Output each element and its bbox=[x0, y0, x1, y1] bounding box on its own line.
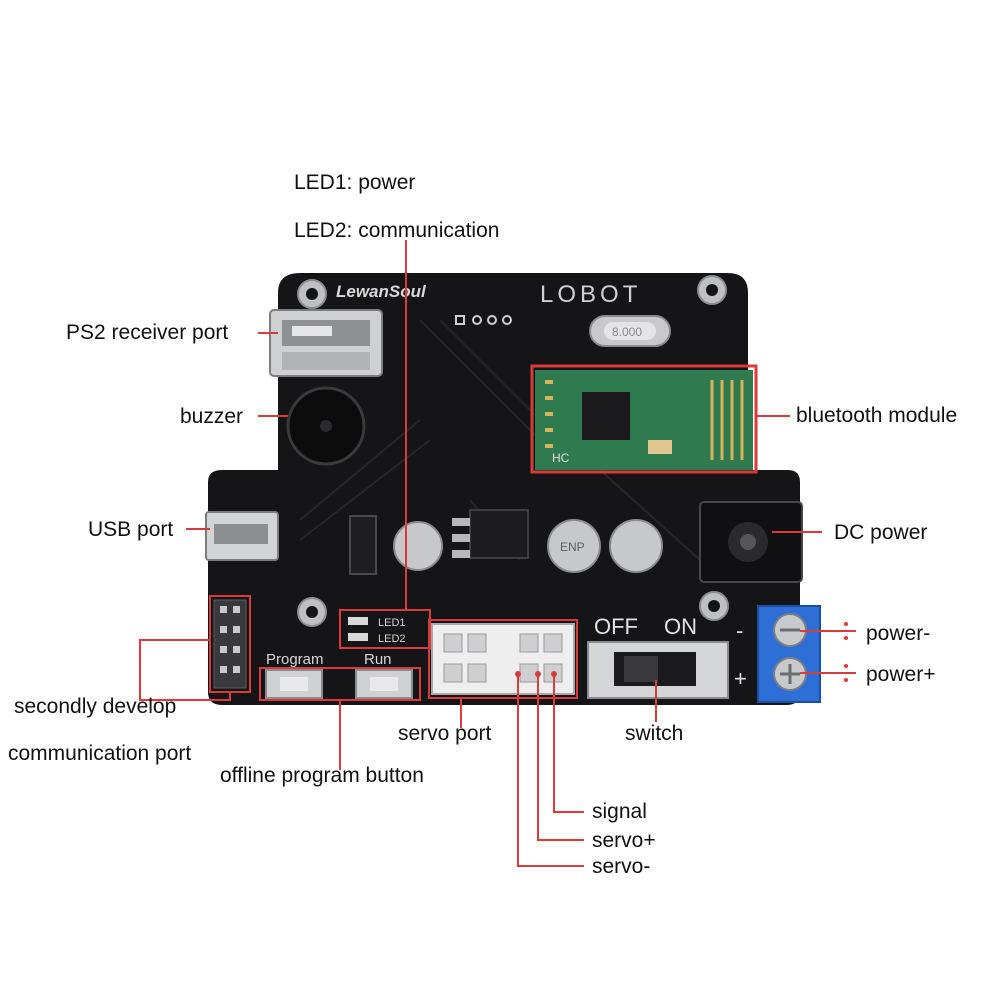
servo-connector bbox=[431, 623, 575, 695]
bluetooth-module-component: HC bbox=[535, 370, 753, 470]
label-power-plus: power+ bbox=[866, 663, 936, 686]
label-power-minus: power- bbox=[866, 622, 931, 645]
label-ps2-receiver-port: PS2 receiver port bbox=[66, 321, 229, 344]
silk-plus: + bbox=[734, 666, 747, 691]
voltage-regulator bbox=[452, 509, 529, 559]
ps2-receiver-port bbox=[269, 309, 383, 377]
label-led1: LED1: power bbox=[294, 171, 416, 194]
label-offline-program-button: offline program button bbox=[220, 764, 424, 787]
silk-minus: - bbox=[736, 618, 743, 643]
label-servo-minus: servo- bbox=[592, 855, 651, 878]
silk-run: Run bbox=[364, 651, 392, 668]
callouts bbox=[139, 240, 856, 867]
label-led2: LED2: communication bbox=[294, 219, 500, 242]
label-servo-plus: servo+ bbox=[592, 829, 656, 852]
header-pads bbox=[455, 315, 512, 325]
label-signal: signal bbox=[592, 800, 647, 823]
leader-dots bbox=[515, 622, 848, 682]
small-ic bbox=[349, 515, 377, 575]
label-dc-power: DC power bbox=[834, 521, 928, 544]
pcb-traces bbox=[299, 319, 701, 561]
brand-lobot: LOBOT bbox=[540, 281, 641, 308]
silk-off: OFF bbox=[594, 614, 638, 639]
cap-marking: ENP bbox=[560, 540, 585, 554]
usb-mini-connector bbox=[205, 511, 279, 561]
slide-switch bbox=[587, 641, 729, 699]
leader-servo-plus bbox=[537, 674, 584, 841]
crystal-marking: 8.000 bbox=[612, 325, 642, 339]
dev-header-pins bbox=[213, 599, 247, 689]
label-buzzer: buzzer bbox=[180, 405, 244, 428]
callout-box-servo bbox=[428, 619, 578, 699]
leader-servo-minus bbox=[517, 674, 584, 867]
dc-jack bbox=[699, 501, 803, 583]
leader-dev-header bbox=[139, 639, 231, 701]
label-bluetooth-module: bluetooth module bbox=[796, 404, 958, 427]
silk-led2: LED2 bbox=[378, 633, 406, 645]
crystal-oscillator: 8.000 bbox=[589, 315, 671, 347]
silk-on: ON bbox=[664, 614, 697, 639]
bt-marking: HC bbox=[552, 451, 570, 465]
label-communication-port: communication port bbox=[8, 742, 192, 765]
silk-led1: LED1 bbox=[378, 617, 406, 629]
label-servo-port: servo port bbox=[398, 722, 492, 745]
buzzer-component bbox=[286, 386, 366, 466]
silk-program: Program bbox=[266, 651, 324, 668]
controller-board: LewanSoul LOBOT 8.000 bbox=[205, 273, 821, 705]
program-button bbox=[265, 669, 323, 699]
screw-terminal bbox=[757, 605, 821, 703]
label-secondly-develop: secondly develop bbox=[14, 695, 177, 718]
leader-signal bbox=[553, 674, 584, 813]
callout-box-bluetooth bbox=[530, 364, 758, 474]
label-usb-port: USB port bbox=[88, 518, 174, 541]
electrolytic-capacitors: ENP bbox=[393, 519, 663, 573]
label-switch: switch bbox=[625, 722, 684, 745]
brand-lewansoul: LewanSoul bbox=[336, 282, 427, 301]
status-leds: LED1 LED2 bbox=[348, 617, 406, 645]
run-button bbox=[355, 669, 413, 699]
